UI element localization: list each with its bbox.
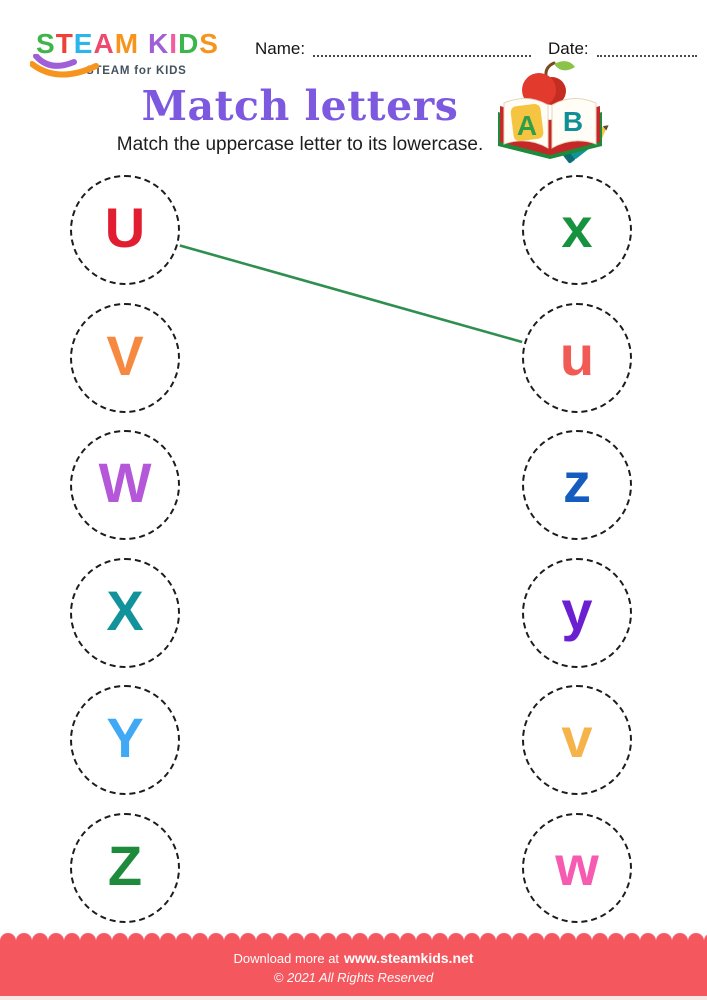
letter-y: y	[561, 578, 593, 642]
page-title: Match letters	[141, 82, 459, 130]
letter-circle-x[interactable]: x	[522, 175, 632, 285]
logo-swoosh-icon	[30, 54, 99, 78]
letter-circle-V[interactable]: V	[70, 302, 180, 413]
letter-circle-Z[interactable]: Z	[70, 812, 180, 923]
download-prefix: Download more at	[233, 951, 340, 966]
logo-letter: A	[93, 28, 115, 59]
date-blank-line[interactable]	[596, 45, 697, 57]
date-field: Date:	[548, 40, 697, 57]
letter-circle-W[interactable]: W	[70, 430, 180, 540]
letter-circle-Y[interactable]: Y	[70, 685, 180, 795]
footer-copyright: © 2021 All Rights Reserved	[273, 970, 434, 985]
letter-circle-v[interactable]: v	[522, 685, 632, 795]
logo-letter: T	[55, 28, 74, 59]
logo-letter: E	[73, 28, 94, 59]
letter-circle-w[interactable]: w	[522, 812, 632, 923]
letter-v: v	[561, 706, 593, 769]
letter-circle-u[interactable]: u	[522, 302, 632, 413]
name-blank-line[interactable]	[313, 45, 532, 57]
letter-x: x	[561, 196, 593, 259]
letter-U: U	[104, 196, 146, 259]
page-subtitle: Match the uppercase letter to its lowerc…	[116, 134, 484, 156]
logo-letter: K	[148, 28, 170, 59]
logo-letter: M	[114, 28, 140, 59]
svg-text:B: B	[563, 106, 583, 137]
svg-text:A: A	[517, 110, 537, 141]
logo-wordmark: STEAM KIDS	[36, 30, 236, 58]
logo-tagline: STEAM for KIDS	[86, 65, 187, 77]
date-label: Date:	[548, 39, 589, 58]
letter-V: V	[106, 323, 144, 387]
logo-letter: S	[36, 28, 56, 59]
steam-kids-logo: STEAM KIDS STEAM for KIDS	[30, 30, 236, 78]
name-field: Name:	[255, 39, 532, 58]
footer-download-text: Download more at www.steamkids.net	[0, 950, 707, 966]
name-label: Name:	[255, 39, 306, 58]
page-bottom-strip	[0, 996, 707, 1000]
letter-z: z	[563, 451, 591, 514]
letter-Y: Y	[106, 706, 144, 769]
logo-letter: S	[199, 28, 219, 59]
abc-book-icon: A B	[498, 61, 609, 164]
footer-banner: Download more at www.steamkids.net © 2021…	[0, 932, 707, 996]
logo-letter: I	[169, 28, 179, 59]
letter-circle-z[interactable]: z	[522, 430, 632, 540]
letter-w: w	[555, 833, 599, 897]
letter-X: X	[106, 578, 144, 642]
logo-letter: D	[178, 28, 200, 59]
letter-Z: Z	[107, 833, 143, 897]
letter-W: W	[98, 451, 152, 514]
title-block: Match letters Match the uppercase letter…	[0, 82, 600, 156]
letter-u: u	[559, 323, 595, 387]
letter-circle-U[interactable]: U	[70, 175, 180, 285]
letter-circle-y[interactable]: y	[522, 557, 632, 668]
letter-circle-X[interactable]: X	[70, 557, 180, 668]
site-url: www.steamkids.net	[344, 950, 474, 966]
